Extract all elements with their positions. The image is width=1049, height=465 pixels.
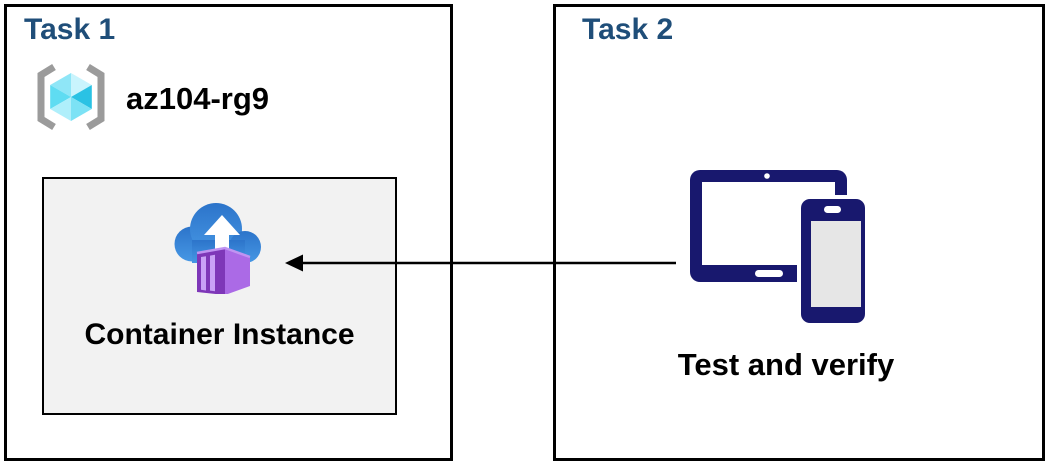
resource-group-name: az104-rg9: [126, 81, 270, 116]
container-instance-icon: [174, 203, 261, 294]
container-cube: [196, 246, 251, 294]
test-and-verify-label: Test and verify: [677, 347, 895, 382]
container-instance-label: Container Instance: [84, 318, 355, 351]
task1-title: Task 1: [24, 13, 116, 46]
azure-resource-group-icon: [37, 64, 105, 130]
upload-arrow-icon: [204, 215, 240, 255]
task2-title: Task 2: [582, 13, 674, 46]
phone-icon: [797, 195, 869, 327]
connector-arrow-icon: [285, 254, 676, 272]
tablet-phone-devices-icon: [690, 170, 869, 327]
